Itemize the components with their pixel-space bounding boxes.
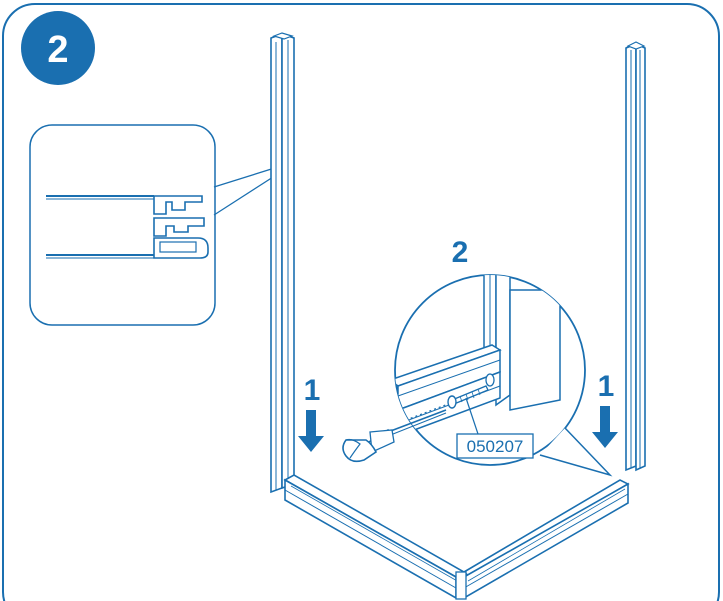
inset-panel	[29, 124, 216, 326]
profile-channel-middle	[153, 217, 205, 237]
screwdriver-icon	[342, 409, 447, 463]
profile-cross-section-inset	[29, 124, 285, 326]
right-wall-profile	[625, 41, 646, 472]
step-badge: 2	[21, 11, 95, 85]
detail-contents	[395, 275, 561, 438]
screwdriver-shaft	[387, 412, 447, 437]
screw-icon	[447, 385, 489, 409]
detail-rail-line	[397, 359, 501, 397]
profile-hollow	[159, 241, 197, 253]
base-tray-left	[283, 474, 466, 600]
part-code: 050207	[467, 437, 524, 456]
tray-corner-joint	[455, 571, 467, 600]
part-code-box	[456, 433, 534, 459]
inset-callout-line-top	[213, 165, 282, 188]
detail-panel	[509, 289, 561, 411]
step-badge-circle	[21, 11, 95, 85]
right-post-cap	[626, 41, 646, 50]
base-tray-right	[455, 479, 630, 600]
tray-left-edge	[284, 489, 457, 589]
step-number: 2	[47, 29, 68, 71]
tray-right-edge	[463, 493, 629, 589]
right-arrow-number: 1	[598, 370, 615, 403]
right-insert-direction: 1	[592, 370, 618, 448]
screwdriver-handle-grip	[345, 438, 361, 459]
detail-number: 2	[452, 236, 469, 269]
screw-hole	[485, 373, 495, 387]
down-arrow-icon	[298, 410, 324, 452]
left-arrow-number: 1	[304, 374, 321, 407]
screw-detail-magnifier	[394, 274, 613, 477]
profile-channel-top	[153, 195, 203, 215]
part-code-tag: 050207	[456, 433, 534, 459]
left-wall-profile	[270, 32, 295, 494]
left-post-cap	[272, 32, 294, 40]
down-arrow-icon	[592, 406, 618, 448]
screwdriver-shaft	[387, 409, 447, 433]
part-code-leader	[465, 397, 479, 435]
tray-left-edge	[290, 485, 460, 583]
left-insert-direction: 1	[298, 374, 324, 452]
tray-right-edge	[467, 488, 626, 582]
detail-callout-tail	[539, 427, 613, 477]
